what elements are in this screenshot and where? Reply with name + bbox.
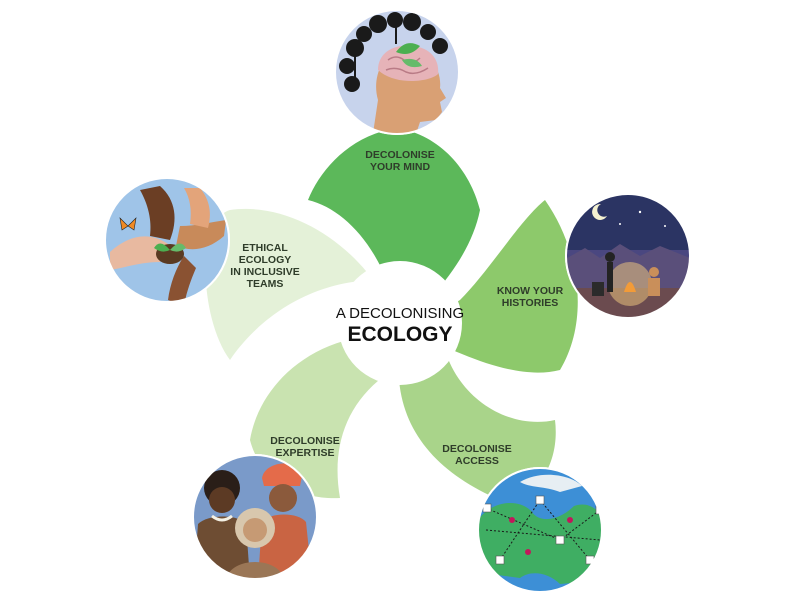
hands-holding-seedling-icon bbox=[104, 177, 230, 303]
label-decolonise-your-mind: DECOLONISE YOUR MIND bbox=[365, 149, 434, 173]
indigenous-people-icon bbox=[192, 454, 318, 580]
segment-ethical-ecology bbox=[205, 208, 400, 360]
label-line: ECOLOGY bbox=[239, 254, 292, 266]
label-line: DECOLONISE bbox=[270, 435, 339, 447]
label-know-your-histories: KNOW YOUR HISTORIES bbox=[497, 285, 564, 309]
label-line: YOUR MIND bbox=[370, 161, 431, 173]
label-decolonise-expertise: DECOLONISE EXPERTISE bbox=[270, 435, 339, 459]
label-ethical-ecology: ETHICAL ECOLOGY IN INCLUSIVE TEAMS bbox=[230, 242, 299, 290]
center-title-line-2: ECOLOGY bbox=[347, 323, 452, 346]
campfire-night-icon bbox=[565, 193, 691, 319]
label-line: KNOW YOUR bbox=[497, 285, 564, 297]
label-line: ACCESS bbox=[455, 455, 499, 467]
label-line: HISTORIES bbox=[502, 297, 558, 309]
label-decolonise-access: DECOLONISE ACCESS bbox=[442, 443, 511, 467]
center-title-line-1: A DECOLONISING bbox=[336, 305, 464, 322]
label-line: DECOLONISE bbox=[365, 149, 434, 161]
label-line: EXPERTISE bbox=[276, 447, 335, 459]
label-line: DECOLONISE bbox=[442, 443, 511, 455]
center-circle bbox=[338, 261, 462, 385]
label-line: IN INCLUSIVE bbox=[230, 266, 299, 278]
segment-decolonise-access bbox=[398, 345, 556, 500]
brain-with-trees-icon bbox=[334, 9, 460, 135]
label-line: TEAMS bbox=[247, 278, 284, 290]
label-line: ETHICAL bbox=[242, 242, 288, 254]
globe-network-icon bbox=[477, 467, 603, 593]
